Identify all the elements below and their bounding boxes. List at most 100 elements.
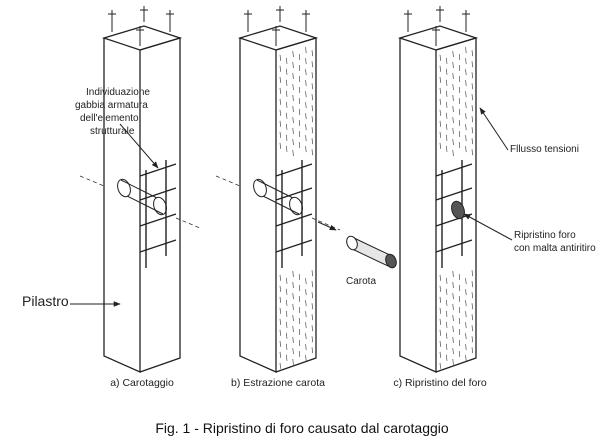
stress-hatch-stroke <box>305 135 307 142</box>
stress-hatch-stroke <box>471 61 473 68</box>
stress-hatch-stroke <box>286 57 288 64</box>
stress-hatch-stroke <box>446 354 448 361</box>
stress-hatch-stroke <box>458 119 461 127</box>
stress-hatch-stroke <box>446 134 448 141</box>
label-core: Carota <box>346 276 376 287</box>
stress-hatch-stroke <box>465 322 467 329</box>
stress-hatch-stroke <box>439 340 441 347</box>
pillar-a-rebar-cage <box>139 160 177 268</box>
stress-hatch-stroke <box>452 105 454 113</box>
stress-hatch-stroke <box>298 141 301 149</box>
stress-hatch-stroke <box>446 321 448 328</box>
stress-hatch-stroke <box>298 317 301 325</box>
stress-hatch-stroke <box>458 53 461 61</box>
label-stress-flow-leader <box>479 107 509 151</box>
stress-hatch-stroke <box>465 300 467 307</box>
stress-hatch-stroke <box>471 138 473 145</box>
stress-hatch-stroke <box>292 83 294 91</box>
label-stress-flow: Fllusso tensioni <box>479 107 579 155</box>
label-cage-line-2: gabbia armatura <box>75 100 148 111</box>
stress-hatch-stroke <box>298 306 301 314</box>
pillar-a-left-face <box>103 38 141 374</box>
label-repair: Ripristino foro con malta antiritiro <box>463 213 596 254</box>
stress-hatch-stroke <box>279 54 281 61</box>
stress-hatch-stroke <box>452 325 454 333</box>
stress-hatch-stroke <box>452 127 454 135</box>
stress-hatch-stroke <box>311 72 313 79</box>
pillar-b <box>215 6 397 374</box>
stress-hatch-stroke <box>286 310 288 317</box>
stress-hatch-stroke <box>286 145 288 152</box>
caption-a: a) Carotaggio <box>110 377 174 389</box>
stress-hatch-stroke <box>446 79 448 86</box>
stress-hatch-stroke <box>292 50 294 58</box>
stress-hatch-stroke <box>465 91 467 98</box>
stress-hatch-stroke <box>298 328 301 336</box>
stress-hatch-stroke <box>446 310 448 317</box>
label-repair-line-1: Ripristino foro <box>514 230 576 241</box>
stress-hatch-stroke <box>292 358 294 366</box>
stress-hatch-stroke <box>286 299 288 306</box>
stress-hatch-stroke <box>439 296 441 303</box>
stress-hatch-stroke <box>305 344 307 351</box>
stress-hatch-stroke <box>286 101 288 108</box>
stress-hatch-stroke <box>311 149 313 156</box>
stress-hatch-stroke <box>465 113 467 120</box>
stress-hatch-stroke <box>292 94 294 102</box>
stress-hatch-stroke <box>446 101 448 108</box>
stress-hatch-stroke <box>439 87 441 94</box>
stress-hatch-stroke <box>311 270 313 277</box>
stress-hatch-stroke <box>439 98 441 105</box>
stress-hatch-stroke <box>305 58 307 65</box>
pillar-a-axis <box>79 175 201 229</box>
stress-hatch-stroke <box>458 97 461 105</box>
stress-hatch-stroke <box>465 47 467 54</box>
stress-hatch-stroke <box>465 289 467 296</box>
stress-hatch-stroke <box>298 86 301 94</box>
stress-hatch-stroke <box>471 72 473 79</box>
stress-hatch-stroke <box>292 336 294 344</box>
label-stress-flow-text: Fllusso tensioni <box>510 144 579 155</box>
stress-hatch-stroke <box>446 277 448 284</box>
stress-hatch-stroke <box>305 146 307 153</box>
stress-hatch-stroke <box>465 80 467 87</box>
stress-hatch-stroke <box>292 127 294 135</box>
label-pillar: Pilastro <box>22 293 121 309</box>
stress-hatch-stroke <box>446 57 448 64</box>
stress-hatch-stroke <box>305 311 307 318</box>
stress-hatch-stroke <box>286 123 288 130</box>
stress-hatch-stroke <box>446 68 448 75</box>
stress-hatch-stroke <box>465 355 467 362</box>
label-pillar-text: Pilastro <box>22 293 69 309</box>
stress-hatch-stroke <box>458 108 461 116</box>
stress-hatch-stroke <box>471 94 473 101</box>
stress-hatch-stroke <box>465 344 467 351</box>
stress-hatch-stroke <box>452 138 454 146</box>
pillar-a-right-face <box>139 37 181 373</box>
stress-hatch-stroke <box>446 90 448 97</box>
stress-hatch-stroke <box>458 295 461 303</box>
stress-hatch-stroke <box>465 278 467 285</box>
stress-hatch-stroke <box>305 102 307 109</box>
stress-hatch-stroke <box>286 277 288 284</box>
stress-hatch-stroke <box>458 339 461 347</box>
stress-hatch-stroke <box>292 61 294 69</box>
stress-hatch-stroke <box>471 105 473 112</box>
label-cage-leader <box>119 123 159 169</box>
stress-hatch-stroke <box>279 65 281 72</box>
pillar-a <box>79 6 201 374</box>
stress-hatch-stroke <box>279 120 281 127</box>
stress-hatch-stroke <box>439 131 441 138</box>
stress-hatch-stroke <box>452 292 454 300</box>
stress-hatch-stroke <box>279 340 281 347</box>
stress-hatch-stroke <box>452 303 454 311</box>
stress-hatch-stroke <box>292 325 294 333</box>
stress-hatch-stroke <box>439 109 441 116</box>
stress-hatch-stroke <box>286 68 288 75</box>
stress-hatch-stroke <box>298 273 301 281</box>
pillar-c-stress-hatch <box>439 47 473 369</box>
stress-hatch-stroke <box>465 311 467 318</box>
stress-hatch-stroke <box>446 332 448 339</box>
stress-hatch-stroke <box>471 347 473 354</box>
